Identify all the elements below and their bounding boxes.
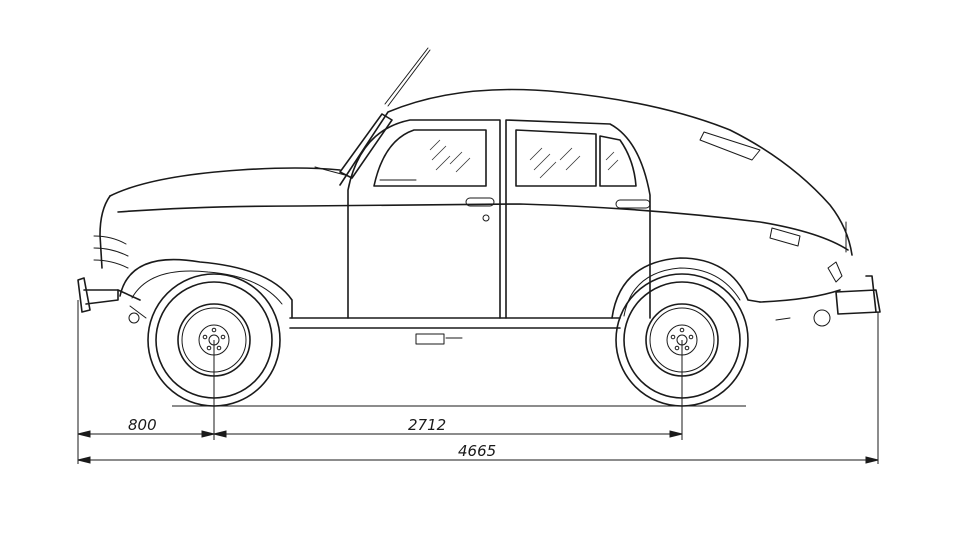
door-lock-icon (482, 214, 490, 222)
rear-door-handle (615, 199, 651, 209)
rear-bumper (835, 275, 881, 315)
front-window (373, 129, 487, 187)
quarter-window (599, 135, 637, 187)
front-bumper (77, 277, 119, 313)
undercarriage (128, 305, 831, 345)
rear-door (505, 119, 651, 319)
overall-length-label: 4665 (458, 442, 496, 460)
front-fender (119, 258, 293, 319)
rear-window (515, 129, 597, 187)
front-overhang-label: 800 (128, 416, 157, 434)
rear-fender (611, 257, 761, 319)
dimension-lines (77, 300, 879, 464)
bumpers (77, 221, 881, 315)
spare-mount (827, 221, 847, 283)
rear-screen (699, 131, 761, 161)
front-grille (93, 235, 129, 269)
antenna (384, 47, 431, 107)
doors (347, 119, 651, 319)
windows (373, 129, 761, 187)
fenders (119, 257, 761, 319)
front-door (347, 119, 501, 319)
car-body (99, 88, 853, 329)
wheelbase-label: 2712 (408, 416, 446, 434)
rear-light (769, 227, 801, 247)
front-door-handle (465, 197, 495, 207)
